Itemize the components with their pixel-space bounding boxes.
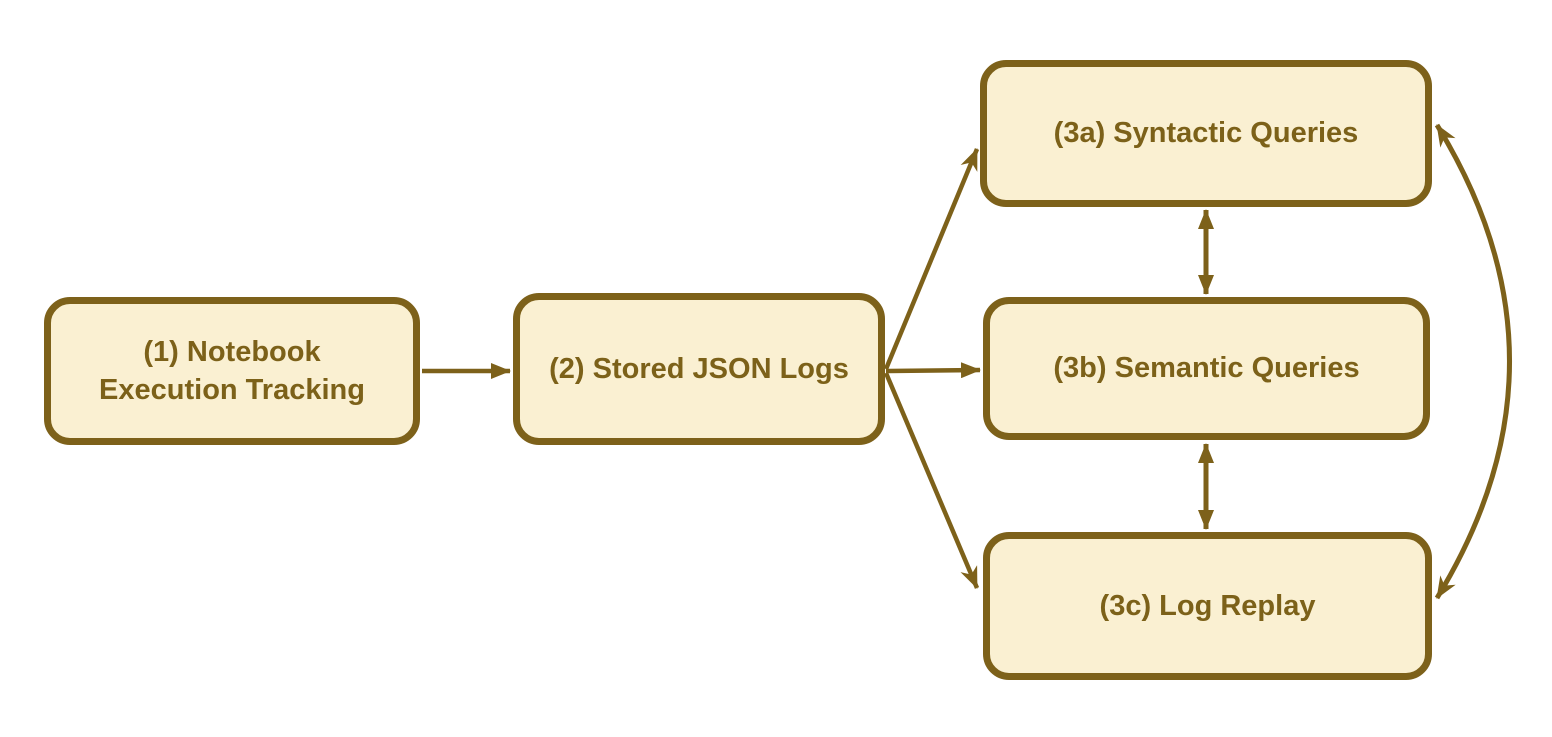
edge-node2-to-node3b xyxy=(885,362,981,379)
node-label: (3b) Semantic Queries xyxy=(1053,352,1360,385)
node-label: (3a) Syntactic Queries xyxy=(1053,117,1359,150)
node-stored-json-logs: (2) Stored JSON Logs xyxy=(513,293,885,445)
edge-node2-to-node3a xyxy=(883,148,980,370)
node-semantic-queries: (3b) Semantic Queries xyxy=(983,297,1430,440)
node-syntactic-queries: (3a) Syntactic Queries xyxy=(980,60,1432,207)
node-notebook-execution-tracking: (1) Notebook Execution Tracking xyxy=(44,297,420,445)
node-label: (1) Notebook Execution Tracking xyxy=(99,335,365,406)
node-log-replay: (3c) Log Replay xyxy=(983,532,1432,680)
edge-node2-to-node3c xyxy=(883,372,980,589)
node-label: (2) Stored JSON Logs xyxy=(549,352,849,385)
node-label: (3c) Log Replay xyxy=(1099,589,1316,622)
edge-node3a-node3c-bidirectional-curved xyxy=(1434,123,1512,600)
